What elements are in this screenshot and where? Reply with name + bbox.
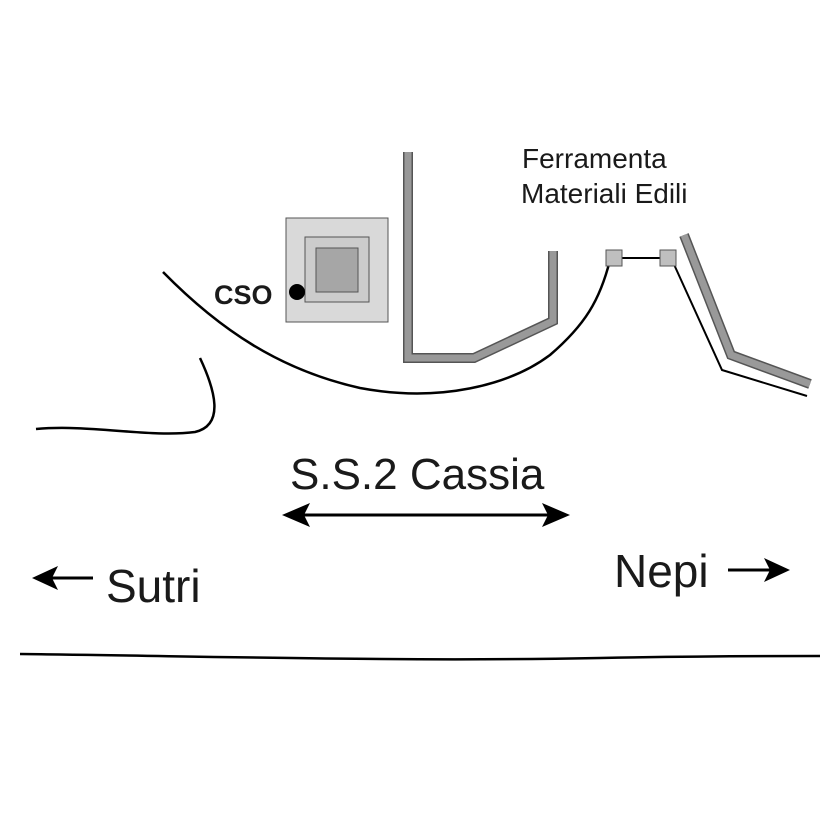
road-label: S.S.2 Cassia	[290, 450, 545, 499]
wall-gray-left-fill	[404, 152, 557, 362]
wall-gray-right-fill	[680, 233, 812, 388]
side-road-curve	[35, 357, 216, 435]
nepi-arrowhead-icon	[764, 558, 790, 582]
building-inner	[315, 247, 359, 293]
gate-post-left	[605, 249, 623, 267]
town-label-sutri: Sutri	[106, 560, 201, 612]
cso-marker-dot	[289, 284, 305, 300]
place-label-line-1: Ferramenta	[522, 143, 667, 174]
cso-label: CSO	[214, 280, 273, 310]
road-edge-right	[671, 259, 808, 397]
road-edge-bottom	[19, 652, 821, 661]
gate-post-right	[659, 249, 677, 267]
sutri-arrowhead-icon	[32, 566, 58, 590]
place-label-line-2: Materiali Edili	[521, 178, 688, 209]
arrowhead-left	[282, 503, 310, 527]
town-label-nepi: Nepi	[614, 545, 709, 597]
arrowhead-right	[542, 503, 570, 527]
road-edge-curve	[162, 259, 612, 395]
